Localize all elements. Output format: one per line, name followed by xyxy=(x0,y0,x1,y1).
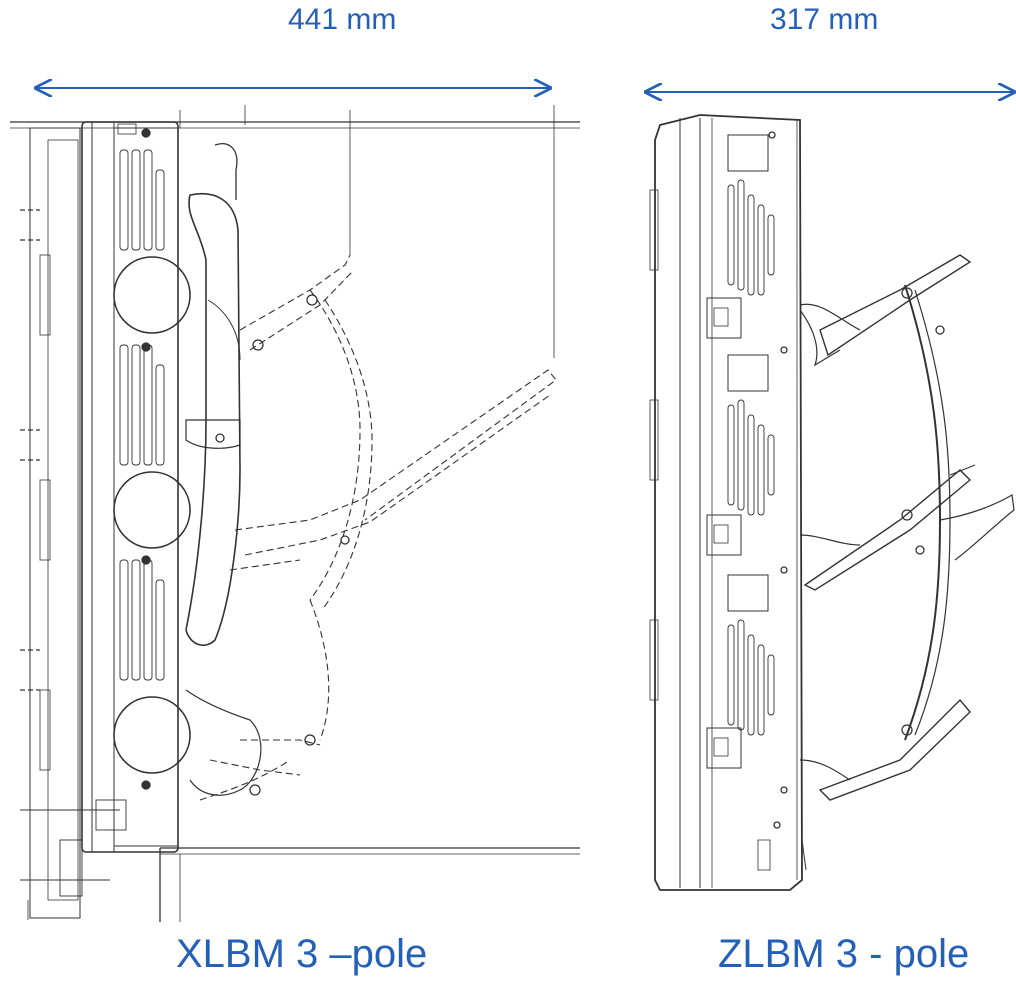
dimension-label-left: 441 mm xyxy=(288,3,397,36)
dimension-label-right: 317 mm xyxy=(770,3,879,36)
product-label-zlbm: ZLBM 3 - pole xyxy=(718,932,970,976)
product-label-xlbm: XLBM 3 –pole xyxy=(176,932,428,976)
zlbm-drawing xyxy=(649,114,1015,891)
xlbm-drawing xyxy=(10,105,580,922)
